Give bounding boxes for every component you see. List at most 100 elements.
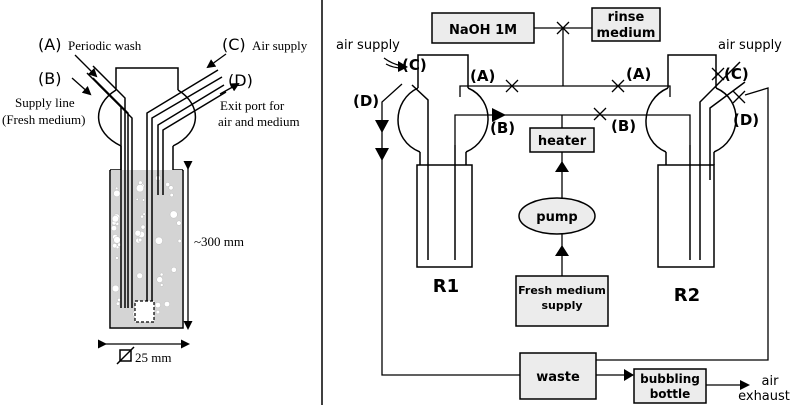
arrow-d [219,83,240,95]
air-exhaust-label-1: air [762,374,780,389]
bubble [134,229,142,237]
fresh-supply-label-1: Fresh medium [518,284,606,297]
left-label-c: (C) [222,35,246,54]
bubble [115,256,119,260]
label-d-left: (D) [353,92,379,110]
bubble [141,198,146,202]
tube-a-b [86,65,133,308]
bubble [164,301,170,308]
supply-line-label: Supply line [15,95,75,110]
supply-line-b [454,114,691,145]
heater-arrowhead [555,161,569,172]
bubble [117,297,121,302]
air-supply-label: Air supply [252,38,308,53]
height-label: ~300 mm [194,234,244,249]
bubble [177,238,182,244]
bubble [156,276,163,283]
label-a-left: (A) [470,67,495,85]
r1-label: R1 [433,276,459,297]
heater-label: heater [538,134,587,149]
bubble [113,236,121,244]
pump-ellipse [518,197,596,235]
naoh-label: NaOH 1M [449,23,517,38]
label-a-right: (A) [626,65,651,83]
tube-c-d [146,69,227,308]
bubble [138,180,143,185]
air-supply-right-label: air supply [718,38,782,53]
air-bubbles [111,175,182,318]
bubble [111,215,119,223]
pump-label: pump [536,210,577,225]
sparger [134,300,155,323]
bubble [115,186,119,190]
waste-label: waste [536,370,580,385]
bubble [137,237,143,243]
bubbling-label-2: bottle [650,387,691,401]
fresh-medium-label: (Fresh medium) [2,112,85,127]
bubbling-label-1: bubbling [640,372,700,386]
label-b-left: (B) [490,119,515,137]
bubble [159,272,164,277]
waste-box [519,352,597,400]
bubble [168,185,174,191]
exit-port-label-1: Exit port for [220,98,285,113]
bubble [115,301,121,306]
bubble [155,310,160,315]
left-label-d: (D) [228,71,253,90]
heater-box [529,127,595,153]
bubble [112,243,118,249]
reactor-r1 [397,54,489,268]
fresh-supply-box [515,275,609,327]
arrow-b [71,77,92,96]
fresh-supply-label-2: supply [541,299,582,312]
bubble [140,224,146,230]
rinse-label-1: rinse [608,10,645,25]
valve-marks [505,21,746,121]
bubble [171,266,177,273]
bubbling-bottle-box [633,368,707,404]
periodic-wash-label: Periodic wash [68,38,142,53]
rinse-label-2: medium [597,26,656,41]
exit-port-label-2: air and medium [218,114,300,129]
exit-d-arrows [375,120,389,161]
supply-arrowhead [492,108,506,122]
bubble [111,284,120,293]
bubble [136,272,143,279]
bubble [176,220,182,226]
label-c-right: (C) [724,65,749,83]
left-reactor-schematic: (A) Periodic wash (B) Supply line (Fresh… [2,35,308,365]
bubble [111,225,117,232]
bubble [140,214,144,219]
bubble [113,189,121,198]
bubble [154,302,161,309]
air-left-arrowhead [398,61,408,72]
exhaust-arrowhead [740,380,750,390]
bubble [142,212,146,216]
rinse-medium-box [591,7,661,42]
waste-to-bubbler-arrowhead [624,369,634,381]
diameter-icon [116,346,135,365]
reactor-r2 [645,54,746,268]
diameter-label: 25 mm [135,350,171,365]
air-exhaust-label-2: exhaust [738,389,790,404]
label-b-right: (B) [611,117,636,135]
bubble [169,210,178,219]
bubble [135,197,139,201]
bubble [169,193,174,198]
left-label-a: (A) [38,35,61,54]
right-system-schematic: NaOH 1M rinse medium heater [336,7,790,404]
bubble [154,236,163,245]
r2-label: R2 [674,285,700,306]
pump-arrowhead [555,245,569,256]
arrow-c [206,53,227,69]
arrow-a [74,54,98,78]
bubble [159,283,164,287]
bubble [165,182,171,187]
air-supply-left-label: air supply [336,38,400,53]
label-c-left: (C) [402,56,427,74]
bubble [135,184,145,193]
left-label-b: (B) [38,69,61,88]
label-d-right: (D) [733,111,759,129]
